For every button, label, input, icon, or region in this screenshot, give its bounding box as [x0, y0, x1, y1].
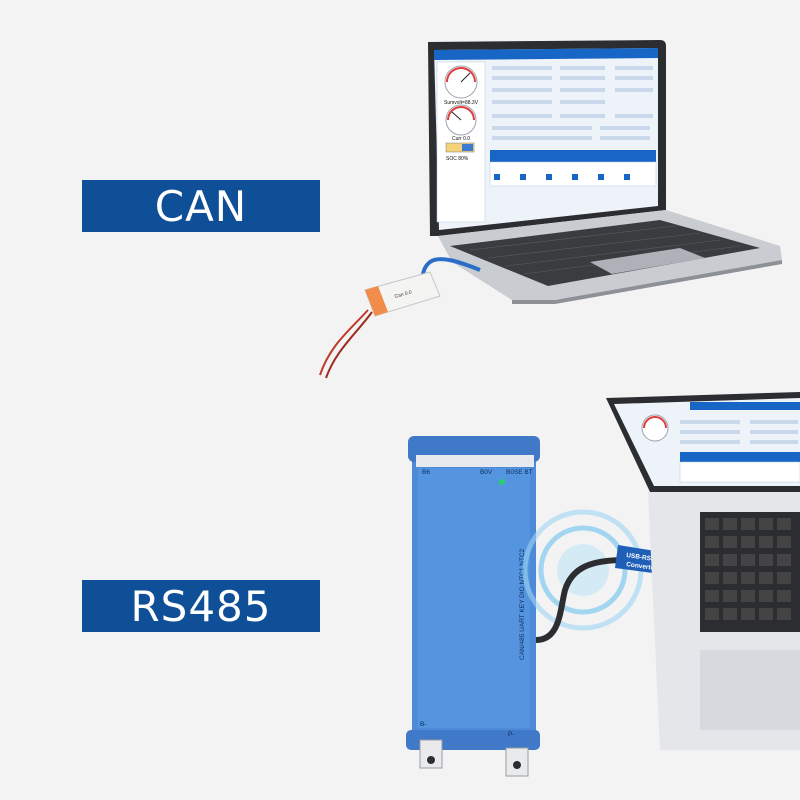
can-module-text: Can 0.0: [394, 290, 413, 300]
bottom-laptop: [606, 392, 800, 750]
top-laptop: Sumvolt=88.3V Curr 0.0 SOC 80%: [428, 40, 782, 304]
converter-line1: USB-RS485: [626, 552, 663, 564]
converter-line2: Converter: [626, 561, 658, 572]
bms-side-ports: CAN/485 UART KEY DIO NTC1 NTC2: [519, 548, 526, 660]
bms-top-label-1: B6: [422, 469, 430, 476]
bms-b-minus: B-: [420, 721, 427, 728]
soc-readout: SOC 80%: [446, 156, 469, 162]
bms-top-label-2: B0V: [480, 469, 493, 476]
can-label: CAN: [82, 180, 320, 232]
can-usb-adapter: Can 0.0: [319, 257, 481, 379]
rs485-label: RS485: [82, 580, 320, 632]
bms-board: B6 B0V B0SE BT CAN/485 UART KEY DIO NTC1…: [406, 436, 540, 777]
bms-top-label-3: B0SE BT: [506, 469, 533, 476]
bms-p-minus: P-: [508, 731, 515, 738]
rs485-converter: USB-RS485 Converter: [535, 545, 663, 643]
gauge-2-readout: Curr 0.0: [452, 136, 470, 142]
gauge-1-readout: Sumvolt=88.3V: [444, 100, 479, 106]
